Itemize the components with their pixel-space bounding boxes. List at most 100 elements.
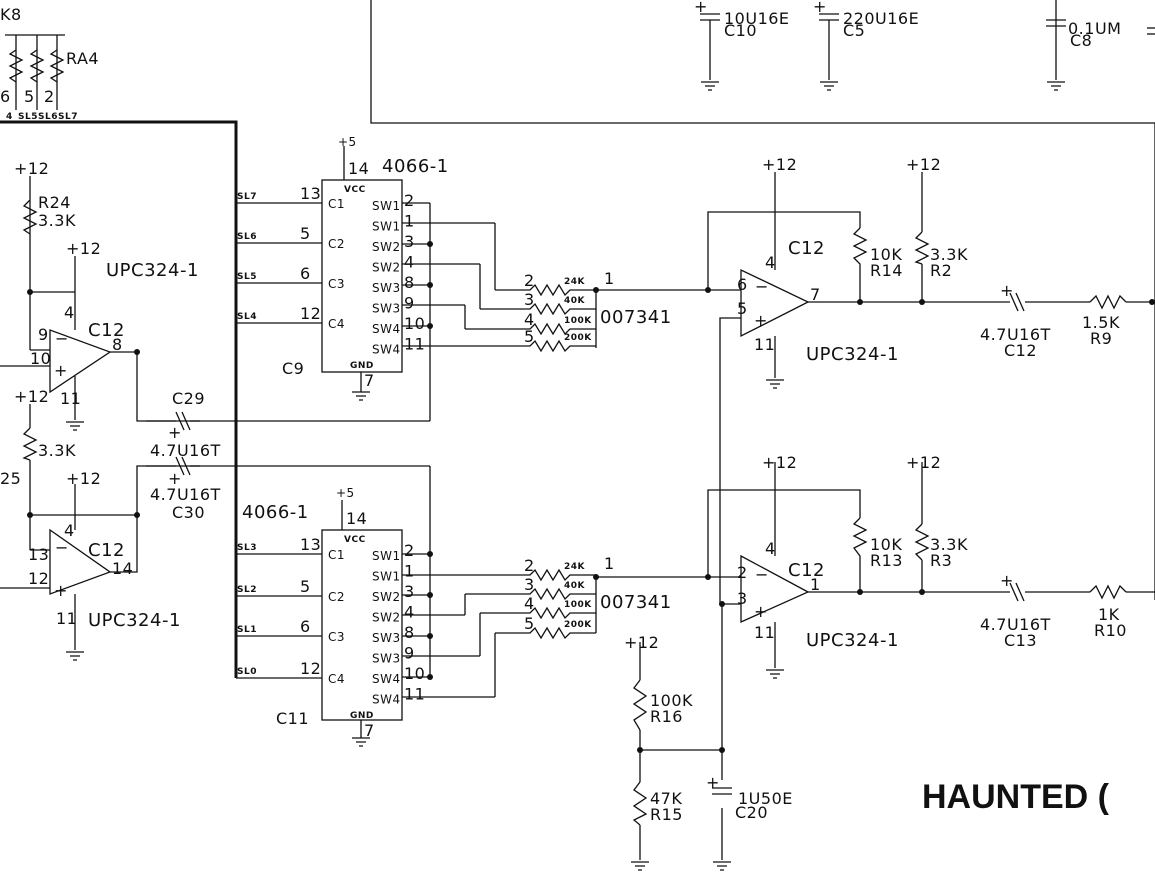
capacitor-plus: + [694,0,708,16]
supply-label: +12 [66,469,101,488]
resistor-value: 10K [870,245,902,264]
opamp-pin: 10 [30,349,51,368]
switch-label: SW2 [372,590,401,604]
capacitor-value: 10U16E [724,9,790,28]
opamp-pin: 2 [737,563,748,582]
resistor-ref: R24 [38,193,71,212]
supply-label: +12 [14,159,49,178]
resistor-value: 100K [650,691,693,710]
opamp-pin: 4 [64,521,75,540]
opamp-plus: + [754,602,768,621]
pack-pin: 2 [524,271,535,290]
capacitor-ref: C29 [172,389,205,408]
opamp-pin: 9 [38,325,49,344]
opamp-pin: 7 [810,285,821,304]
resistor-pack-ref: 007341 [600,307,672,328]
opamp-pin: 11 [754,335,775,354]
opamp-plus: + [54,361,68,380]
opamp-3-body [740,268,810,338]
chip-pin: 13 [300,535,321,554]
opamp-pin: 5 [737,299,748,318]
chip-ref: C9 [282,359,304,378]
chip-pin: 13 [300,184,321,203]
capacitor-value: 4.7U16T [150,485,221,504]
opamp-pin: 11 [754,623,775,642]
resnet-net: SL5 [18,112,38,122]
opamp-4-body [740,554,810,624]
chip-pin: 9 [404,294,415,313]
opamp-minus: − [755,277,769,296]
switch-label: SW4 [372,322,401,336]
chip-pin: 8 [404,623,415,642]
control-net: SL3 [237,543,257,553]
chip-part-number: 4066-1 [242,502,309,523]
control-label: C2 [328,237,345,251]
opamp-ref: UPC324-1 [106,260,199,281]
control-net: SL5 [237,272,257,282]
capacitor-value: 0.1UM [1068,19,1121,38]
ground-symbols [66,81,1065,871]
capacitor-plus: + [168,469,182,488]
switch-label: SW1 [372,570,401,584]
switch-label: SW1 [372,220,401,234]
capacitor-ref: C10 [724,21,757,40]
chip-pin: 5 [300,224,311,243]
chip-gnd-label: GND [350,361,374,371]
switch-label: SW4 [372,672,401,686]
pack-pin: 5 [524,327,535,346]
opamp-ref: UPC324-1 [806,344,899,365]
switch-label: SW3 [372,652,401,666]
chip-pin: 11 [404,685,425,704]
supply-label: +12 [66,239,101,258]
control-label: C1 [328,548,345,562]
control-net: SL0 [237,667,257,677]
control-label: C3 [328,630,345,644]
chip-supply: +5 [336,486,355,500]
opamp-chip: C12 [788,238,825,259]
control-label: C4 [328,672,345,686]
supply-stubs [29,146,923,738]
control-net: SL7 [237,192,257,202]
pack-pin: 4 [524,310,535,329]
opamp-minus: − [55,329,69,348]
opamp-pin: 6 [737,275,748,294]
resnet-net: SL7 [58,112,78,122]
capacitor-value: 4.7U16T [980,325,1051,344]
capacitor-value: 220U16E [843,9,919,28]
opamp-pin: 11 [60,389,81,408]
pack-pin: 4 [524,594,535,613]
capacitor-value: 4.7U16T [980,615,1051,634]
pack-pin: 1 [604,269,615,288]
opamp-pin: 12 [28,569,49,588]
pack-pin: 1 [604,554,615,573]
pack-value: 40K [564,581,586,591]
chip-pin: 7 [364,721,375,740]
opamp-minus: − [755,565,769,584]
chip-pin: 11 [404,335,425,354]
chip-pin: 12 [300,659,321,678]
opamp-pin: 11 [56,609,77,628]
opamp-pin: 3 [737,589,748,608]
chip-pin: 3 [404,582,415,601]
resistor-symbols [8,49,1127,826]
chip-c11-body [321,529,403,721]
chip-bodies [49,179,810,721]
chip-pin: 6 [300,264,311,283]
pack-value: 40K [564,296,586,306]
capacitor-value: 1U50E [738,789,793,808]
opamp-pin: 14 [112,559,133,578]
switch-label: SW4 [372,693,401,707]
resnet-net: SL6 [38,112,58,122]
chip-pin: 5 [300,577,311,596]
chip-pin: 9 [404,644,415,663]
resistor-ref: R13 [870,551,903,570]
pack-value: 200K [564,333,592,343]
resistor-ref: R10 [1094,621,1127,640]
resistor-ref: R3 [930,551,952,570]
switch-label: SW1 [372,549,401,563]
capacitor-value: 4.7U16T [150,441,221,460]
opamp-plus: + [54,581,68,600]
control-label: C3 [328,277,345,291]
